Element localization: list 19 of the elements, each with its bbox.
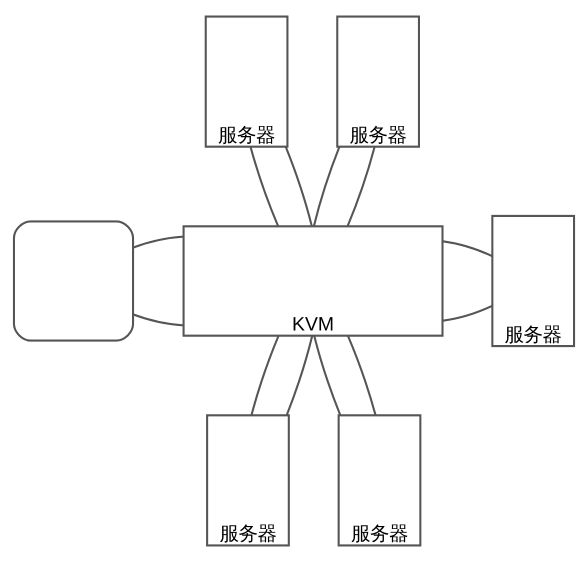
connector [346,146,376,226]
connector [347,336,377,416]
node-box: 服务器 [491,214,576,348]
node-box [12,220,134,342]
connector [250,146,279,226]
connector [442,240,493,258]
node-box: 服务器 [206,414,290,546]
connector [133,236,184,248]
connector [284,146,313,226]
connector [442,304,493,322]
node-box: 服务器 [204,16,288,148]
connector [286,336,314,416]
connector [313,336,342,416]
connector [250,336,280,416]
connector [312,146,340,226]
node-box: KVM [182,225,444,337]
node-box: 服务器 [336,16,420,148]
node-box: 服务器 [338,414,422,546]
connector [133,314,184,326]
